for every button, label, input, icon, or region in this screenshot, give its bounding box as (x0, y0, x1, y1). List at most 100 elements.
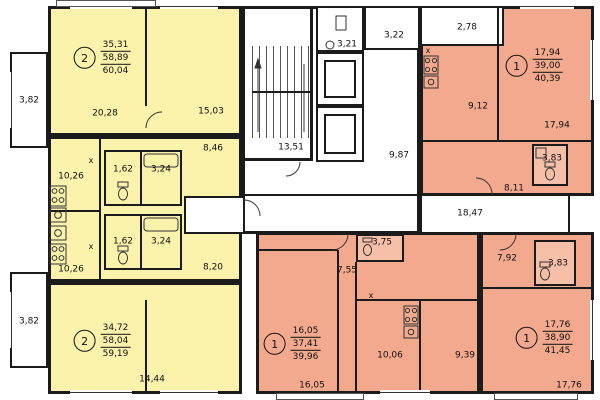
window (9, 292, 14, 348)
dim-label: 3,82 (18, 95, 40, 106)
wall (252, 91, 310, 93)
window (9, 72, 14, 128)
vent-marker: x (425, 46, 431, 55)
wall (145, 300, 147, 394)
wall (497, 6, 499, 142)
living-area: 17,76 (544, 319, 571, 330)
dim-label: 8,11 (503, 183, 525, 194)
balcony-rail-top (56, 0, 156, 7)
wall (337, 250, 339, 394)
window (520, 4, 574, 9)
corridor-left (184, 196, 245, 234)
room-count: 2 (73, 329, 96, 352)
vent-marker: x (88, 156, 94, 165)
elevator-car-1 (324, 60, 356, 98)
wall (145, 6, 147, 106)
area-stack: 17,94 39,00 40,39 (532, 47, 563, 85)
dim-label: 18,47 (457, 208, 483, 219)
balcony-rail-bottom-2 (494, 393, 578, 400)
window (380, 390, 430, 395)
apartment-badge-top-left: 2 35,31 58,89 60,04 (73, 39, 131, 77)
total-area: 41,45 (544, 346, 571, 357)
dim-label: 3,21 (336, 39, 358, 50)
wall (245, 158, 313, 161)
dim-label: 16,05 (299, 380, 325, 391)
total-area: 39,96 (292, 352, 319, 363)
apartment-bottom-middle (256, 232, 480, 394)
room-count: 1 (263, 332, 286, 355)
window (160, 4, 218, 9)
dim-label: 7,55 (336, 265, 358, 276)
total-area: 40,39 (534, 74, 561, 85)
wall (256, 249, 338, 251)
living-area: 17,94 (534, 47, 561, 58)
dim-label: 2,78 (456, 22, 478, 33)
dim-label: 9,12 (467, 101, 489, 112)
bath-cell-top-right (532, 144, 568, 186)
living-area: 35,31 (102, 39, 129, 50)
dim-label: 20,28 (92, 108, 118, 119)
dim-label: 17,76 (556, 380, 582, 391)
dim-label: 8,46 (202, 143, 224, 154)
dim-label: 17,94 (544, 120, 570, 131)
total-area: 59,19 (102, 349, 129, 360)
apartment-area: 39,00 (532, 58, 563, 74)
vent-marker: x (88, 242, 94, 251)
apartment-badge-bottom-left: 2 34,72 58,04 59,19 (73, 322, 131, 360)
dim-label: 14,44 (139, 374, 165, 385)
apartment-area: 37,41 (290, 336, 321, 352)
dim-label: 1,62 (112, 164, 134, 175)
wall (355, 262, 357, 394)
bath-cell-top (140, 150, 182, 206)
apartment-badge-bottom-right: 1 17,76 38,90 41,45 (515, 319, 573, 357)
wall (242, 194, 420, 196)
wall (480, 287, 594, 289)
dim-label: 1,62 (112, 236, 134, 247)
window (70, 390, 132, 395)
wall (48, 210, 100, 212)
area-stack: 35,31 58,89 60,04 (100, 39, 131, 77)
loggia-top-right (420, 6, 504, 46)
dim-label: 3,83 (547, 258, 569, 269)
dim-label: 3,24 (150, 164, 172, 175)
apartment-area: 38,90 (542, 330, 573, 346)
vent-marker: x (368, 291, 374, 300)
window (590, 300, 595, 360)
dim-label: 9,39 (454, 350, 476, 361)
dim-label: 3,24 (150, 236, 172, 247)
wall (419, 300, 421, 394)
corridor-right (420, 194, 570, 234)
wall (420, 140, 594, 142)
dim-label: 7,92 (496, 253, 518, 264)
balcony-rail-bottom-1 (276, 393, 364, 400)
room-count: 1 (515, 326, 538, 349)
area-stack: 17,76 38,90 41,45 (542, 319, 573, 357)
living-area: 16,05 (292, 325, 319, 336)
dim-label: 13,51 (278, 142, 304, 153)
wall (99, 136, 101, 282)
apartment-badge-top-right: 1 17,94 39,00 40,39 (505, 47, 563, 85)
living-area: 34,72 (102, 322, 129, 333)
window (590, 40, 595, 100)
dim-label: 3,75 (371, 237, 393, 248)
dim-label: 10,26 (58, 264, 84, 275)
wc-cell-top (104, 150, 142, 206)
area-stack: 16,05 37,41 39,96 (290, 325, 321, 363)
dim-label: 8,20 (202, 262, 224, 273)
dim-label: 15,03 (198, 106, 224, 117)
dim-label: 10,26 (58, 171, 84, 182)
room-count: 1 (505, 54, 528, 77)
area-stack: 34,72 58,04 59,19 (100, 322, 131, 360)
wall (356, 299, 480, 301)
dim-label: 3,82 (18, 316, 40, 327)
dim-label: 3,22 (383, 30, 405, 41)
dim-label: 10,06 (377, 350, 403, 361)
dim-label: 3,83 (541, 153, 563, 164)
window (160, 390, 218, 395)
dim-label: 9,87 (388, 150, 410, 161)
elevator-car-2 (324, 114, 356, 154)
wall (310, 6, 313, 161)
apartment-badge-bottom-middle: 1 16,05 37,41 39,96 (263, 325, 321, 363)
apartment-area: 58,04 (100, 333, 131, 349)
